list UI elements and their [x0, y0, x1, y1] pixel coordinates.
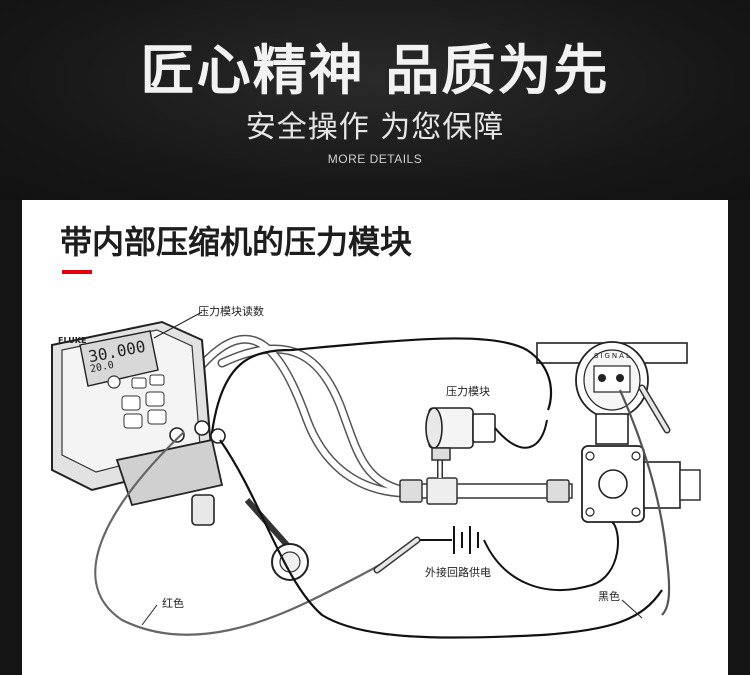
- battery-symbol: [453, 526, 479, 554]
- fitting-left: [399, 479, 423, 503]
- wires: [94, 337, 671, 639]
- content-card: 带内部压缩机的压力模块 压力模块读数 压力模块 外接回路供电 红色 黑色 FLU…: [22, 200, 728, 675]
- pressure-module: [425, 407, 548, 461]
- pressure-tube-inner: [199, 336, 405, 496]
- card-title: 带内部压缩机的压力模块: [60, 223, 413, 261]
- calibrator-device: [51, 320, 309, 581]
- test-probes: [373, 384, 671, 574]
- label-black: 黑色: [598, 590, 620, 603]
- leader-lines: [141, 311, 643, 626]
- supply-wire-right: [483, 521, 619, 591]
- probe-wire: [618, 389, 671, 616]
- label-module: 压力模块: [446, 385, 490, 398]
- label-supply: 外接回路供电: [425, 566, 491, 579]
- transmitter: [536, 341, 701, 523]
- fitting-right: [546, 479, 570, 503]
- title-accent-bar: [62, 270, 92, 274]
- transmitter-signal-label: SIGNAL: [594, 352, 632, 360]
- hero-banner: 匠心精神 品质为先 安全操作 为您保障 MORE DETAILS: [0, 0, 750, 200]
- black-wire-bottom: [219, 439, 663, 639]
- hero-title: 匠心精神 品质为先: [140, 39, 610, 102]
- device-brand: FLUKE: [58, 336, 87, 345]
- wiring-diagram: [51, 311, 701, 639]
- label-red: 红色: [162, 597, 184, 610]
- more-details-link[interactable]: MORE DETAILS: [327, 152, 423, 166]
- red-wire: [94, 431, 418, 636]
- fitting-tee: [426, 477, 458, 505]
- black-wire-top: [210, 337, 553, 434]
- hero-subtitle: 安全操作 为您保障: [245, 110, 505, 145]
- label-readout: 压力模块读数: [198, 305, 264, 318]
